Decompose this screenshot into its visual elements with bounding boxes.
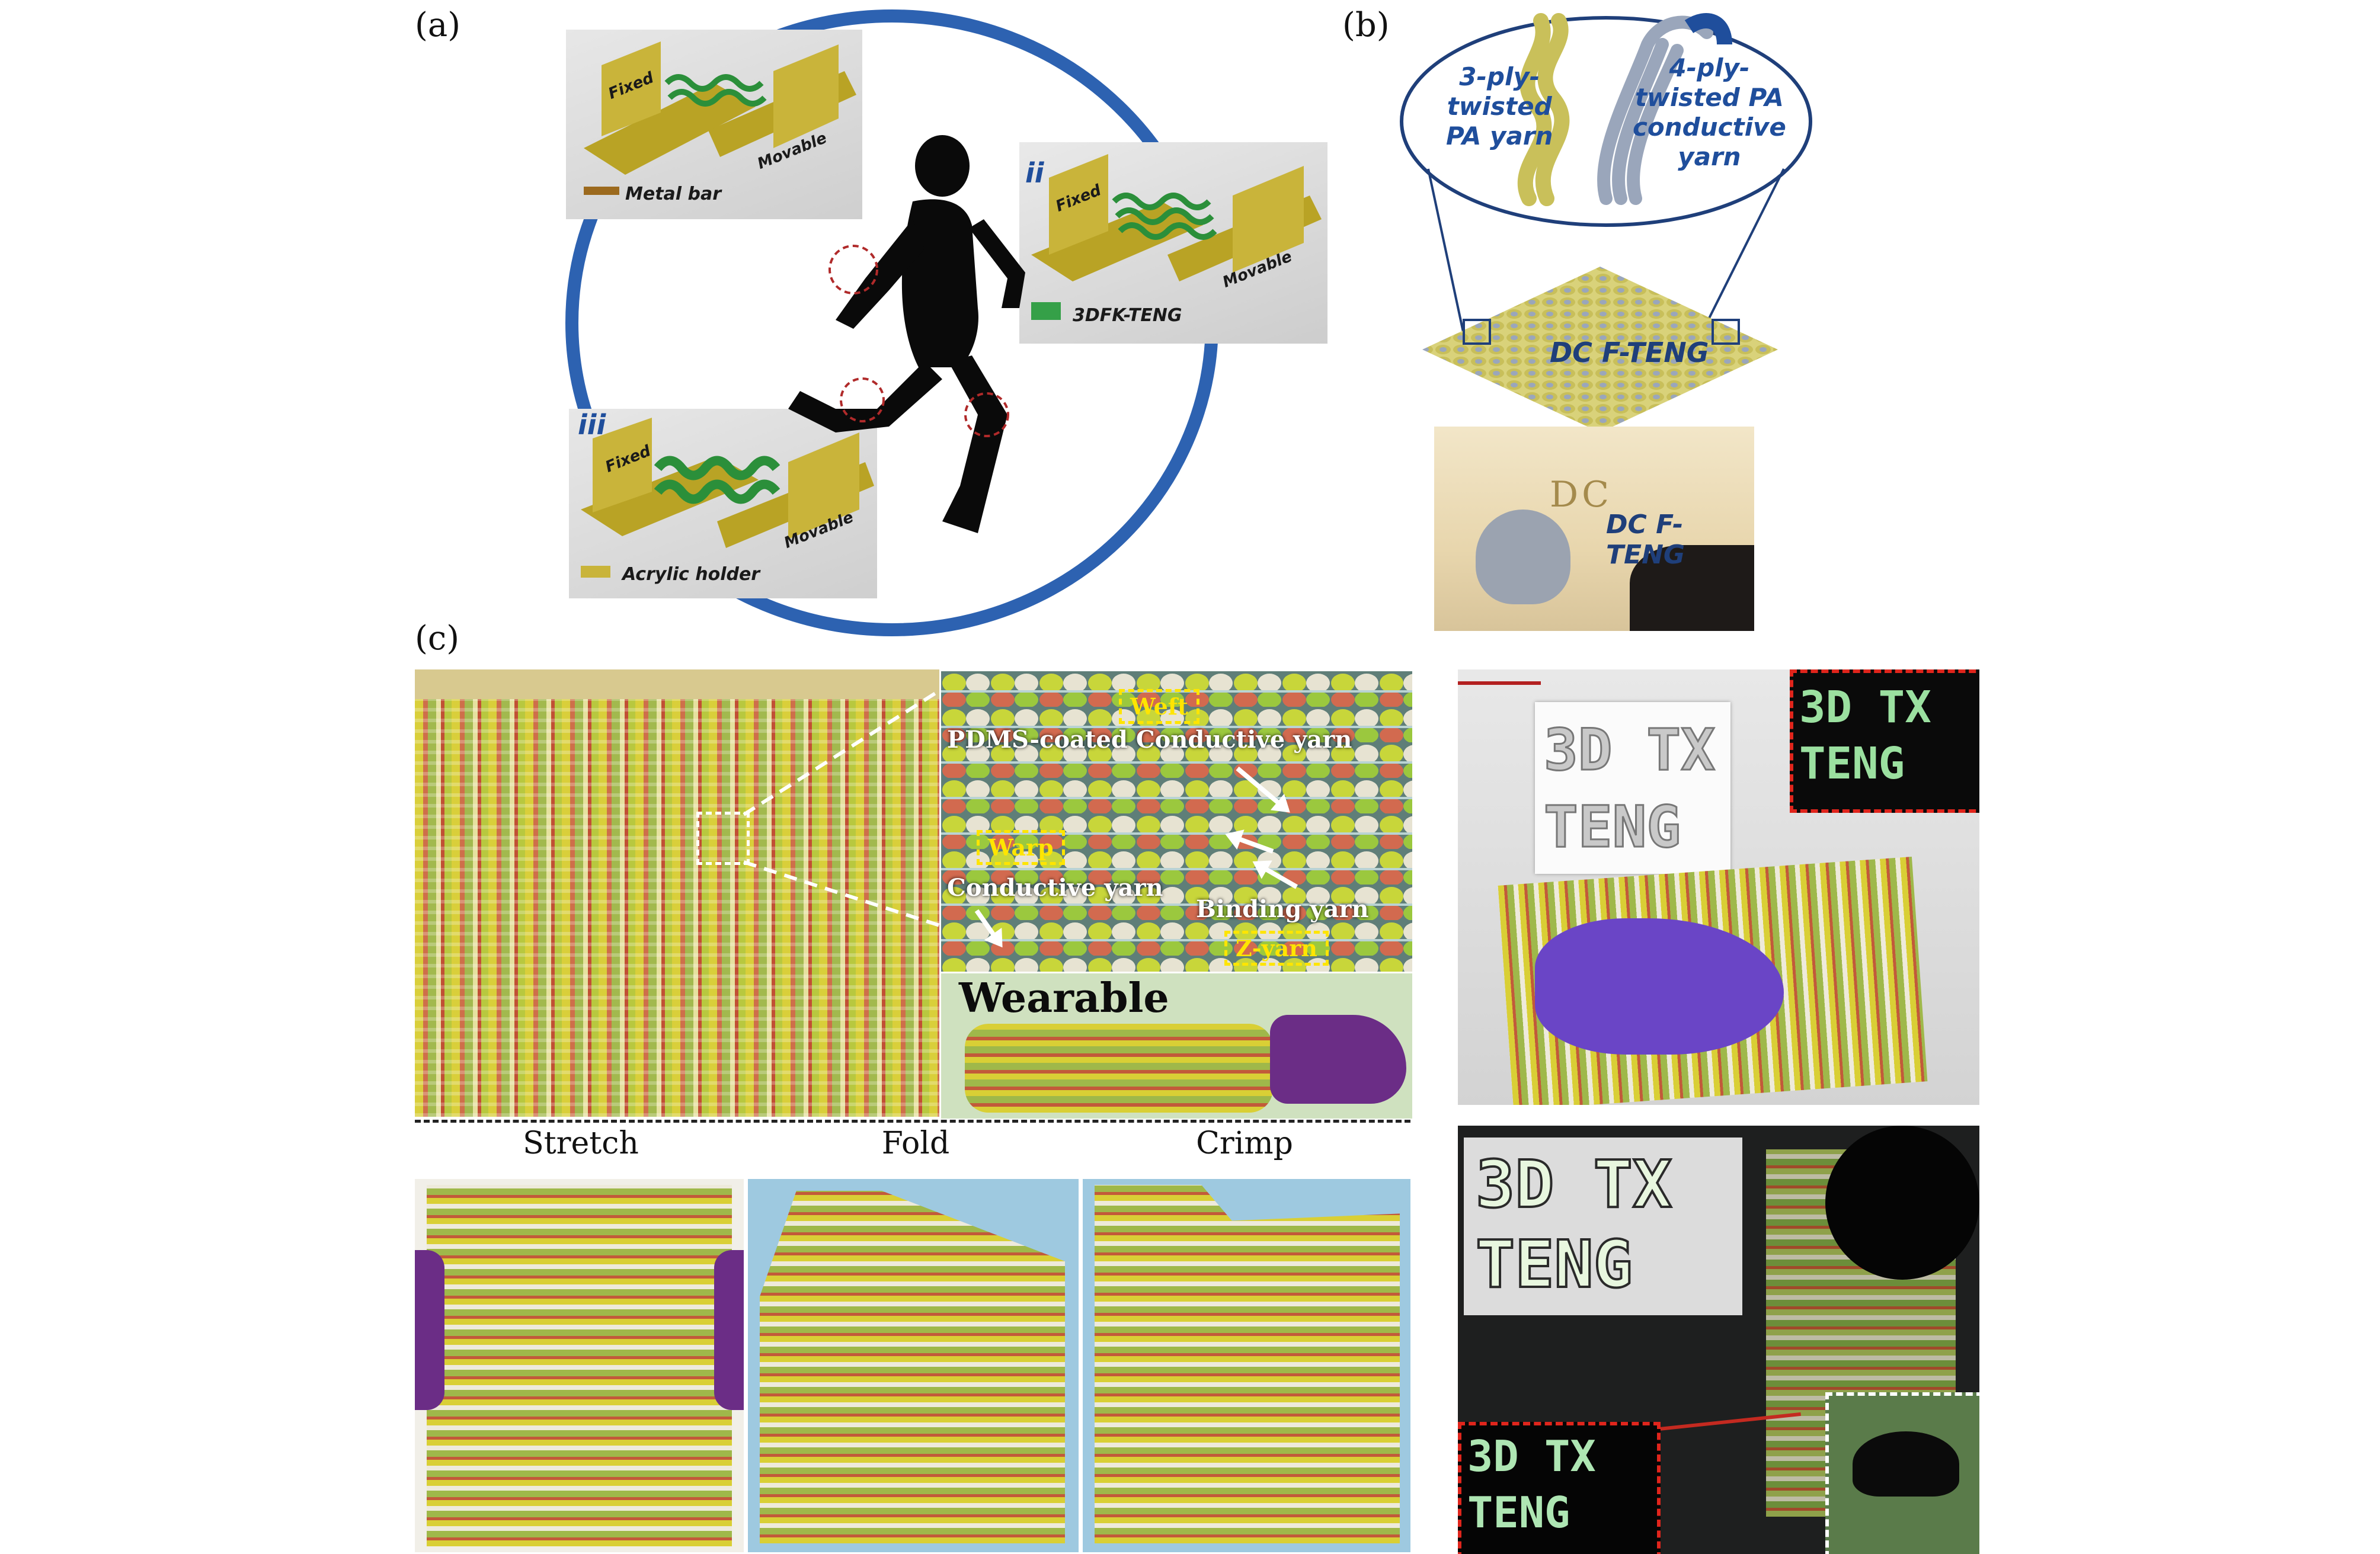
fabric-diamond — [1422, 267, 1778, 432]
bottom-lit-text-line1: 3D TX — [1467, 1431, 1596, 1481]
wearable-label: Wearable — [959, 975, 1169, 1022]
stretch-photo — [415, 1179, 744, 1552]
lit-led-inset-bottom: 3D TX TENG — [1458, 1422, 1661, 1554]
crimp-fabric — [1095, 1185, 1400, 1543]
fold-photo — [748, 1179, 1079, 1552]
rig-drawing-ii — [1031, 154, 1322, 320]
zoom-lines — [743, 680, 955, 932]
rig-drawing-i — [584, 41, 856, 195]
rig-image-ii: Fixed Movable 3DFK-TENG — [1019, 142, 1327, 344]
panel-label-c: (c) — [415, 619, 460, 658]
legend-metal-bar: Metal bar — [625, 184, 722, 204]
warp-box: Warp — [977, 830, 1065, 865]
yarn2-label: 4-ply- twisted PA conductive yarn — [1633, 53, 1786, 171]
bottom-lit-text-line2: TENG — [1467, 1488, 1570, 1537]
rig-drawing-iii — [581, 418, 874, 578]
fabric-sleeve — [965, 1024, 1273, 1113]
legend-acrylic-holder: Acrylic holder — [622, 564, 760, 585]
fold-fabric — [760, 1191, 1065, 1543]
caption-stretch: Stretch — [523, 1126, 639, 1161]
dc-fteng-photo: DC DC F-TENG — [1434, 427, 1754, 631]
led-board-photo-top: 3D TX TENG 3D TX TENG — [1458, 669, 1979, 1105]
binding-label: Binding yarn — [1196, 895, 1369, 923]
photo-label: DC F-TENG — [1606, 510, 1685, 570]
dark-shoe-blob — [1825, 1126, 1979, 1280]
runner-silhouette-icon — [788, 135, 1025, 533]
purple-glove-hand — [1535, 918, 1784, 1055]
caption-crimp: Crimp — [1196, 1126, 1293, 1161]
lit-led-inset-top: 3D TX TENG — [1790, 669, 1979, 813]
rig-image-i: Fixed Movable Metal bar — [566, 30, 862, 219]
yarn-zoom-bubble — [1400, 13, 1812, 335]
gloved-hand — [1476, 510, 1570, 604]
board-text-line2: TENG — [1543, 793, 1681, 861]
rig-image-iii: Fixed Movable Acrylic holder — [569, 409, 877, 598]
roman-numeral-iii: iii — [578, 409, 606, 441]
panel-label-a: (a) — [415, 6, 461, 44]
crimp-photo — [1083, 1179, 1410, 1552]
stretch-fabric — [427, 1185, 732, 1546]
divider-dashed — [415, 1120, 1410, 1123]
wearable-inset: Wearable — [939, 972, 1414, 1120]
board-text-line1: 3D TX — [1543, 716, 1716, 784]
left-glove — [415, 1250, 444, 1410]
conductive-label: Conductive yarn — [947, 874, 1163, 902]
black-sleeve — [1630, 545, 1754, 631]
caption-fold: Fold — [881, 1126, 950, 1161]
wires — [1458, 681, 1541, 685]
right-glove — [714, 1250, 744, 1410]
yarn1-label: 3-ply- twisted PA yarn — [1446, 62, 1553, 150]
zoom-source-box — [696, 812, 750, 865]
fabric-label: DC F-TENG — [1550, 337, 1709, 369]
panel-label-b: (b) — [1342, 6, 1390, 44]
z-yarn-box: Z-yarn — [1224, 931, 1329, 966]
black-shoe — [1853, 1431, 1959, 1497]
pdms-label: PDMS-coated Conductive yarn — [947, 726, 1352, 754]
led-board-photo-bottom: 3D TX TENG 3D TX TENG — [1458, 1126, 1979, 1554]
lit-text-line2: TENG — [1799, 738, 1905, 789]
roman-numeral-ii: ii — [1025, 157, 1044, 189]
yarn-closeup-inset: Weft PDMS-coated Conductive yarn Warp Co… — [939, 669, 1414, 975]
weft-box: Weft — [1119, 689, 1199, 724]
led-board-bottom: 3D TX TENG — [1464, 1138, 1742, 1315]
shoe-inset — [1825, 1392, 1979, 1554]
lit-text-line1: 3D TX — [1799, 682, 1931, 733]
purple-glove — [1270, 1015, 1406, 1104]
bottom-board-text-line2: TENG — [1474, 1225, 1634, 1303]
photo-dc-letters: DC — [1550, 474, 1613, 515]
bottom-board-text-line1: 3D TX — [1474, 1145, 1673, 1223]
led-board-top: 3D TX TENG — [1535, 702, 1730, 874]
legend-3dfk-teng: 3DFK-TENG — [1073, 305, 1182, 326]
